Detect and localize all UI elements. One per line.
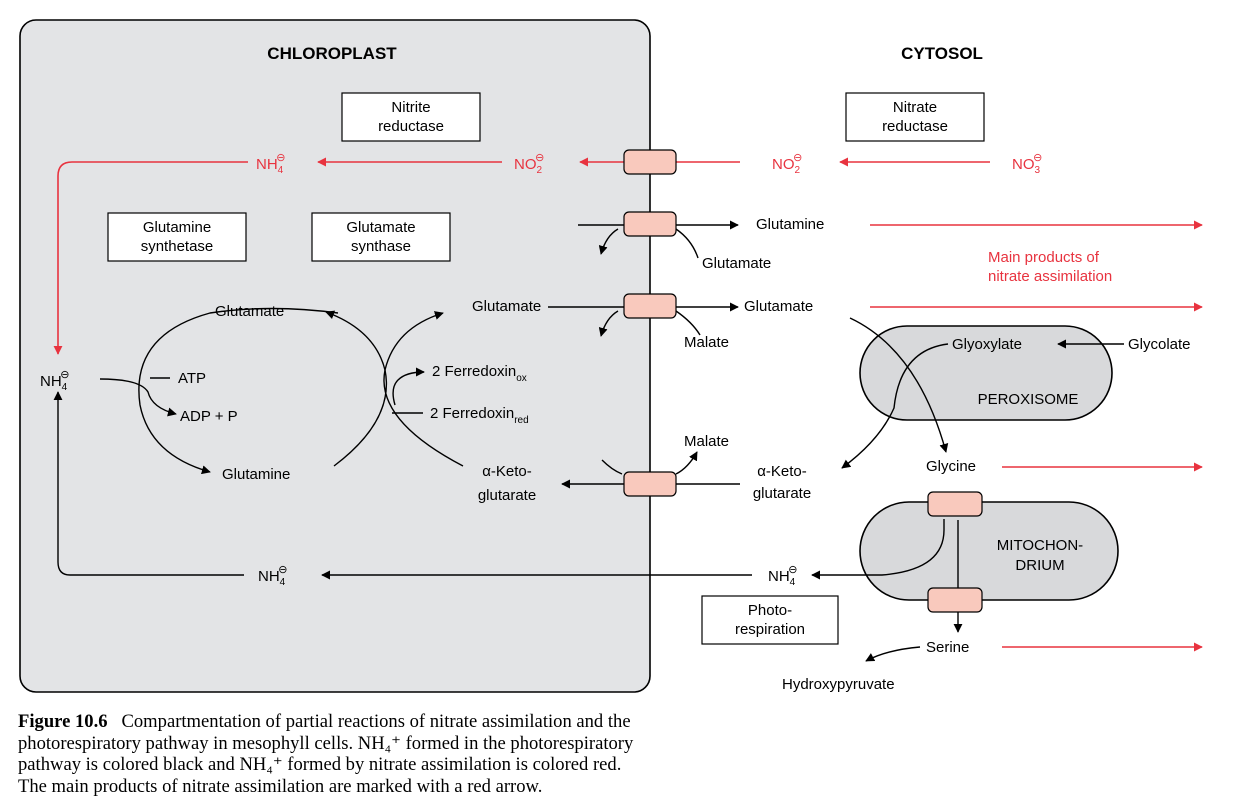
- svg-text:synthase: synthase: [351, 238, 411, 255]
- nitrite-reductase-box: Nitrite reductase: [341, 92, 481, 142]
- caption-text-1: Compartmentation of partial reactions of…: [121, 711, 631, 732]
- transporter-keto-glutarate: [623, 471, 677, 497]
- nh4-red-label: NH4⊖: [256, 152, 285, 176]
- glyoxylate-label: Glyoxylate: [952, 336, 1022, 353]
- svg-text:reductase: reductase: [378, 118, 444, 135]
- svg-text:synthetase: synthetase: [141, 238, 214, 255]
- chloroplast-label: CHLOROPLAST: [267, 44, 397, 63]
- peroxisome-organelle: [859, 325, 1113, 421]
- svg-text:respiration: respiration: [735, 621, 805, 638]
- malate-lower-label: Malate: [684, 433, 729, 450]
- keto-glutarate-cytosol-line2: glutarate: [753, 485, 811, 502]
- main-products-note-line1: Main products of: [988, 249, 1100, 266]
- svg-text:Glutamate: Glutamate: [346, 219, 415, 236]
- keto-glutarate-cytosol-line1: α-Keto-: [757, 463, 807, 480]
- caption-line-2: photorespiratory pathway in mesophyll ce…: [18, 732, 634, 754]
- transporter-mito-glycine: [927, 491, 983, 517]
- glutamine-gs-label: Glutamine: [222, 466, 290, 483]
- svg-text:Nitrate: Nitrate: [893, 99, 937, 116]
- transporter-glutamine: [623, 211, 677, 237]
- glutamate-gs-label: Glutamate: [215, 303, 284, 320]
- ferredoxin-ox-label: 2 Ferredoxinox: [432, 363, 527, 384]
- caption-line-3: pathway is colored black and NH₄⁺ formed…: [18, 754, 622, 775]
- mitochondrion-label-line2: DRIUM: [1015, 557, 1064, 574]
- svg-text:Photo-: Photo-: [748, 602, 792, 619]
- figure-label: Figure 10.6: [18, 711, 108, 732]
- main-products-note-line2: nitrate assimilation: [988, 268, 1112, 285]
- glutamate-byproduct-label: Glutamate: [702, 255, 771, 272]
- svg-text:Glutamine: Glutamine: [143, 219, 211, 236]
- hydroxypyruvate-label: Hydroxypyruvate: [782, 676, 895, 693]
- caption-line-1: Figure 10.6 Compartmentation of partial …: [18, 711, 1018, 733]
- transporter-glutamate: [623, 293, 677, 319]
- svg-text:reductase: reductase: [882, 118, 948, 135]
- no3-label: NO3⊖: [1012, 152, 1042, 176]
- chloroplast-compartment: [19, 19, 651, 693]
- cytosol-label: CYTOSOL: [901, 44, 983, 63]
- keto-glutarate-chloroplast-line1: α-Keto-: [482, 463, 532, 480]
- ferredoxin-red-label: 2 Ferredoxinred: [430, 405, 529, 426]
- nh4-pool-label: NH4⊖: [40, 369, 69, 393]
- mitochondrion-organelle: [859, 501, 1119, 601]
- glutamine-cytosol-label: Glutamine: [756, 216, 824, 233]
- adp-p-label: ADP + P: [180, 408, 238, 425]
- nh4-chloroplast-return-label: NH4⊖: [258, 564, 287, 588]
- peroxisome-label: PEROXISOME: [978, 391, 1079, 408]
- transporter-nitrite: [623, 149, 677, 175]
- keto-glutarate-chloroplast-line2: glutarate: [478, 487, 536, 504]
- glycolate-label: Glycolate: [1128, 336, 1191, 353]
- glycine-label: Glycine: [926, 458, 976, 475]
- transporter-mito-serine: [927, 587, 983, 613]
- glutamine-synthetase-box: Glutamine synthetase: [107, 212, 247, 262]
- photorespiration-box: Photo- respiration: [701, 595, 839, 645]
- svg-text:Nitrite: Nitrite: [391, 99, 430, 116]
- glutamate-cytosol-label: Glutamate: [744, 298, 813, 315]
- nh4-cytosol-label: NH4⊖: [768, 564, 797, 588]
- atp-label: ATP: [178, 370, 206, 387]
- nitrate-reductase-box: Nitrate reductase: [845, 92, 985, 142]
- malate-upper-label: Malate: [684, 334, 729, 351]
- figure-caption: Figure 10.6 Compartmentation of partial …: [18, 711, 1018, 797]
- nitrate-assimilation-diagram: .t { font-family:"Liberation Sans", sans…: [19, 19, 1203, 693]
- serine-label: Serine: [926, 639, 969, 656]
- glutamate-gogat-label: Glutamate: [472, 298, 541, 315]
- no2-chloroplast-label: NO2⊖: [514, 152, 544, 176]
- no2-cytosol-label: NO2⊖: [772, 152, 802, 176]
- mitochondrion-label-line1: MITOCHON-: [997, 537, 1083, 554]
- caption-line-4: The main products of nitrate assimilatio…: [18, 775, 543, 797]
- glutamate-synthase-box: Glutamate synthase: [311, 212, 451, 262]
